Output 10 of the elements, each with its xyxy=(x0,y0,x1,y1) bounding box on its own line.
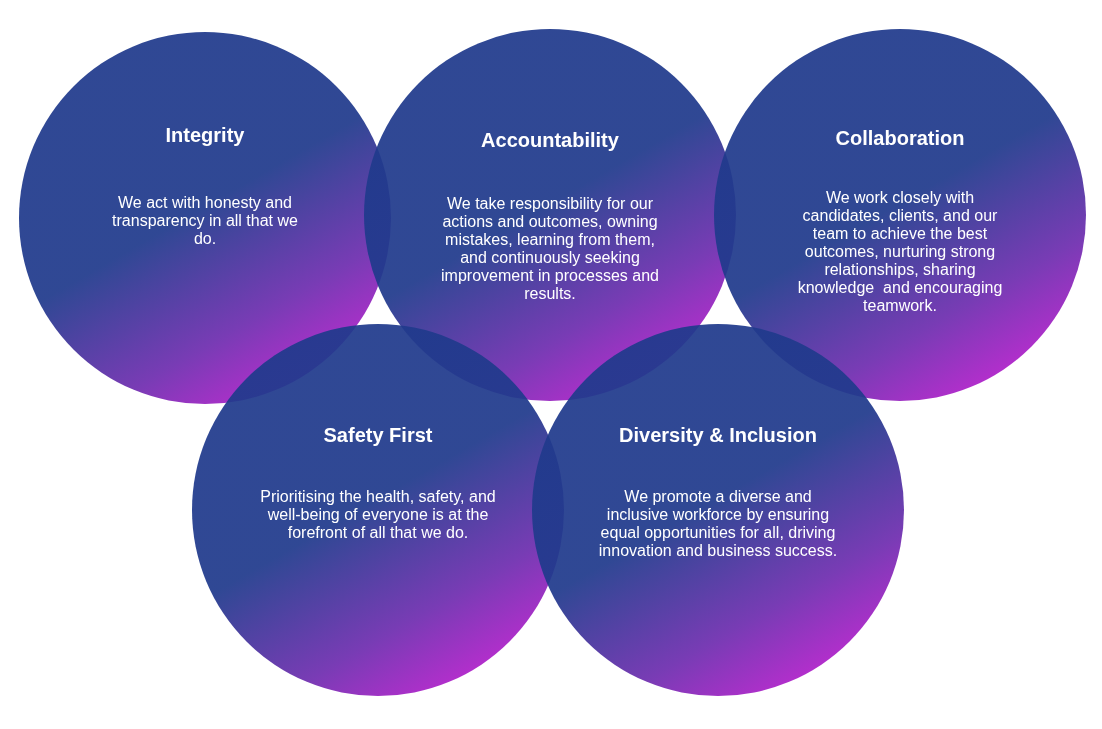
value-description: We work closely with candidates, clients, and our team to achieve the best outcomes, nurturing strong relationships, sharing knowledge and encouraging teamwork. xyxy=(796,189,1004,315)
value-title: Accountability xyxy=(480,129,620,152)
value-description: We take responsibility for our actions and outcomes, owning mistakes, learning from them, and continuously seeking improvement in processes and results. xyxy=(440,195,660,303)
value-description: We promote a diverse and inclusive workforce by ensuring equal opportunities for all, driving innovation and business success. xyxy=(598,488,838,560)
value-title: Integrity xyxy=(164,124,246,147)
value-description: We act with honesty and transparency in all that we do. xyxy=(111,194,299,248)
value-title: Safety First xyxy=(322,424,434,447)
value-title: Collaboration xyxy=(834,127,966,150)
value-title: Diversity & Inclusion xyxy=(618,424,818,447)
value-description: Prioritising the health, safety, and well-being of everyone is at the forefront of all that we do. xyxy=(259,488,497,542)
